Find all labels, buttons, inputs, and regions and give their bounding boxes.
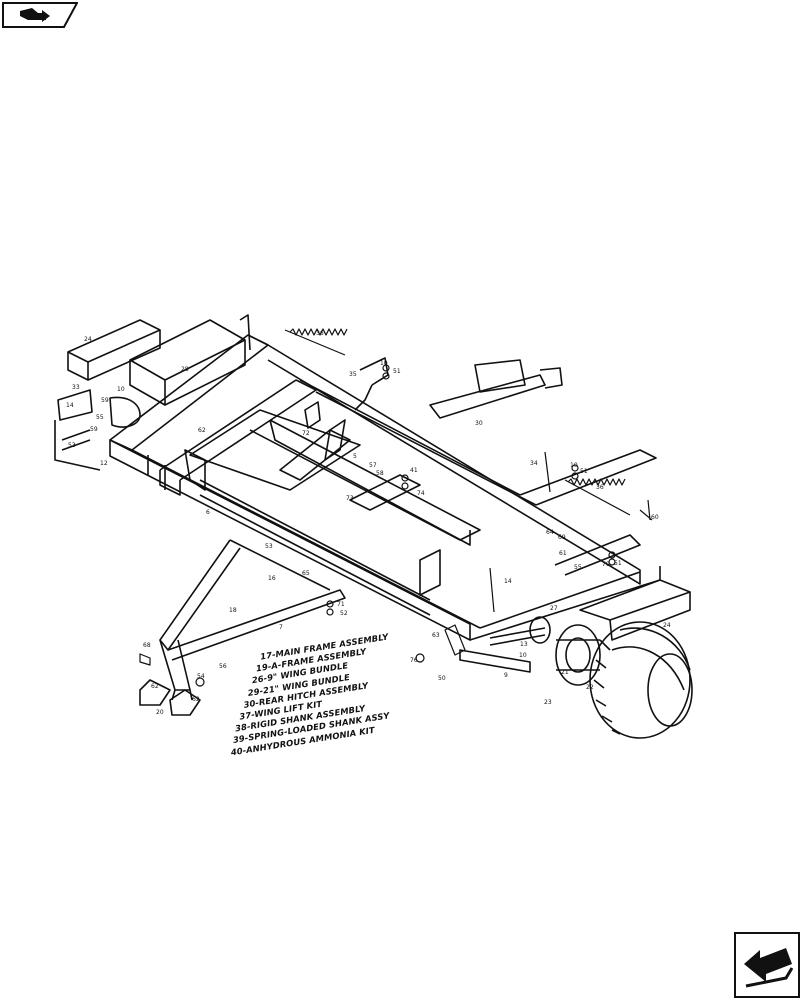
callout-label: 18: [229, 607, 237, 614]
callout-label: 52: [340, 610, 348, 617]
book-arrow-icon: [2, 2, 79, 28]
spring-right: [564, 478, 631, 516]
callout-label: 21: [561, 669, 569, 676]
callout-label: 14: [66, 402, 74, 409]
callout-label: 51: [393, 368, 401, 375]
callout-label: 68: [143, 642, 151, 649]
callout-label: 36: [316, 330, 324, 337]
callout-label: 14: [504, 578, 512, 585]
tray-28: [129, 314, 251, 406]
callout-label: 10: [519, 652, 527, 659]
callout-label: 56: [219, 663, 227, 670]
callout-label: 53: [265, 543, 273, 550]
callout-label: 20: [156, 709, 164, 716]
spring-top: [284, 328, 348, 356]
main-frame: [109, 334, 661, 641]
callout-label: 30: [475, 420, 483, 427]
callout-label: 36: [596, 484, 604, 491]
wheel-hub: [529, 616, 601, 686]
rear-hitch: [429, 359, 563, 419]
callout-label: 54: [197, 673, 205, 680]
callout-label: 10: [117, 386, 125, 393]
shafts: [459, 627, 546, 673]
left-hub: [54, 389, 141, 471]
callout-label: 59: [90, 426, 98, 433]
callout-label: 58: [376, 470, 384, 477]
arrow-icon: [744, 948, 794, 988]
fasteners: [139, 364, 653, 687]
callout-label: 7: [279, 624, 283, 631]
callout-label: 24: [663, 622, 671, 629]
a-frame: [139, 539, 346, 716]
callout-label: 27: [550, 605, 558, 612]
callout-label: 62: [151, 683, 159, 690]
callout-label: 65: [302, 570, 310, 577]
callout-label: 63: [432, 632, 440, 639]
inner-frame: [184, 409, 481, 616]
callout-label: 51: [614, 560, 622, 567]
callout-label: 13: [520, 641, 528, 648]
callout-label: 16: [268, 575, 276, 582]
callout-label: 64: [546, 529, 554, 536]
next-page-button[interactable]: [734, 932, 800, 998]
callout-label: 23: [544, 699, 552, 706]
right-frame: [554, 534, 691, 641]
callout-label: 76: [410, 657, 418, 664]
callout-label: 71: [337, 601, 345, 608]
callout-label: 51: [580, 468, 588, 475]
callout-label: 74: [417, 490, 425, 497]
callout-label: 57: [369, 462, 377, 469]
callout-label: 55: [574, 564, 582, 571]
callout-label: 69: [558, 534, 566, 541]
callout-label: 5: [353, 453, 357, 460]
callout-label: 6: [206, 509, 210, 516]
callout-label: 62: [192, 696, 200, 703]
callout-label: 41: [410, 467, 418, 474]
callout-label: 62: [198, 427, 206, 434]
tire: [589, 621, 693, 739]
callout-label: 60: [651, 514, 659, 521]
callout-label: 72: [302, 430, 310, 437]
callout-label: 61: [559, 550, 567, 557]
previous-page-button[interactable]: [2, 2, 79, 28]
callout-label: 10: [570, 462, 578, 469]
callout-label: 9: [504, 672, 508, 679]
callout-label: 24: [84, 336, 92, 343]
wing-lift: [304, 357, 389, 461]
callout-label: 50: [438, 675, 446, 682]
callout-label: 70: [602, 561, 610, 568]
callout-label: 34: [530, 460, 538, 467]
callout-label: 35: [349, 371, 357, 378]
tray-24: [67, 319, 161, 381]
callout-label: 59: [101, 397, 109, 404]
callout-label: 28: [181, 366, 189, 373]
callout-label: 12: [100, 460, 108, 467]
callout-label: 73: [346, 495, 354, 502]
callout-label: 33: [72, 384, 80, 391]
callout-label: 55: [96, 414, 104, 421]
callout-label: 22: [586, 684, 594, 691]
callout-label: 10: [380, 360, 388, 367]
callout-label: 53: [68, 442, 76, 449]
